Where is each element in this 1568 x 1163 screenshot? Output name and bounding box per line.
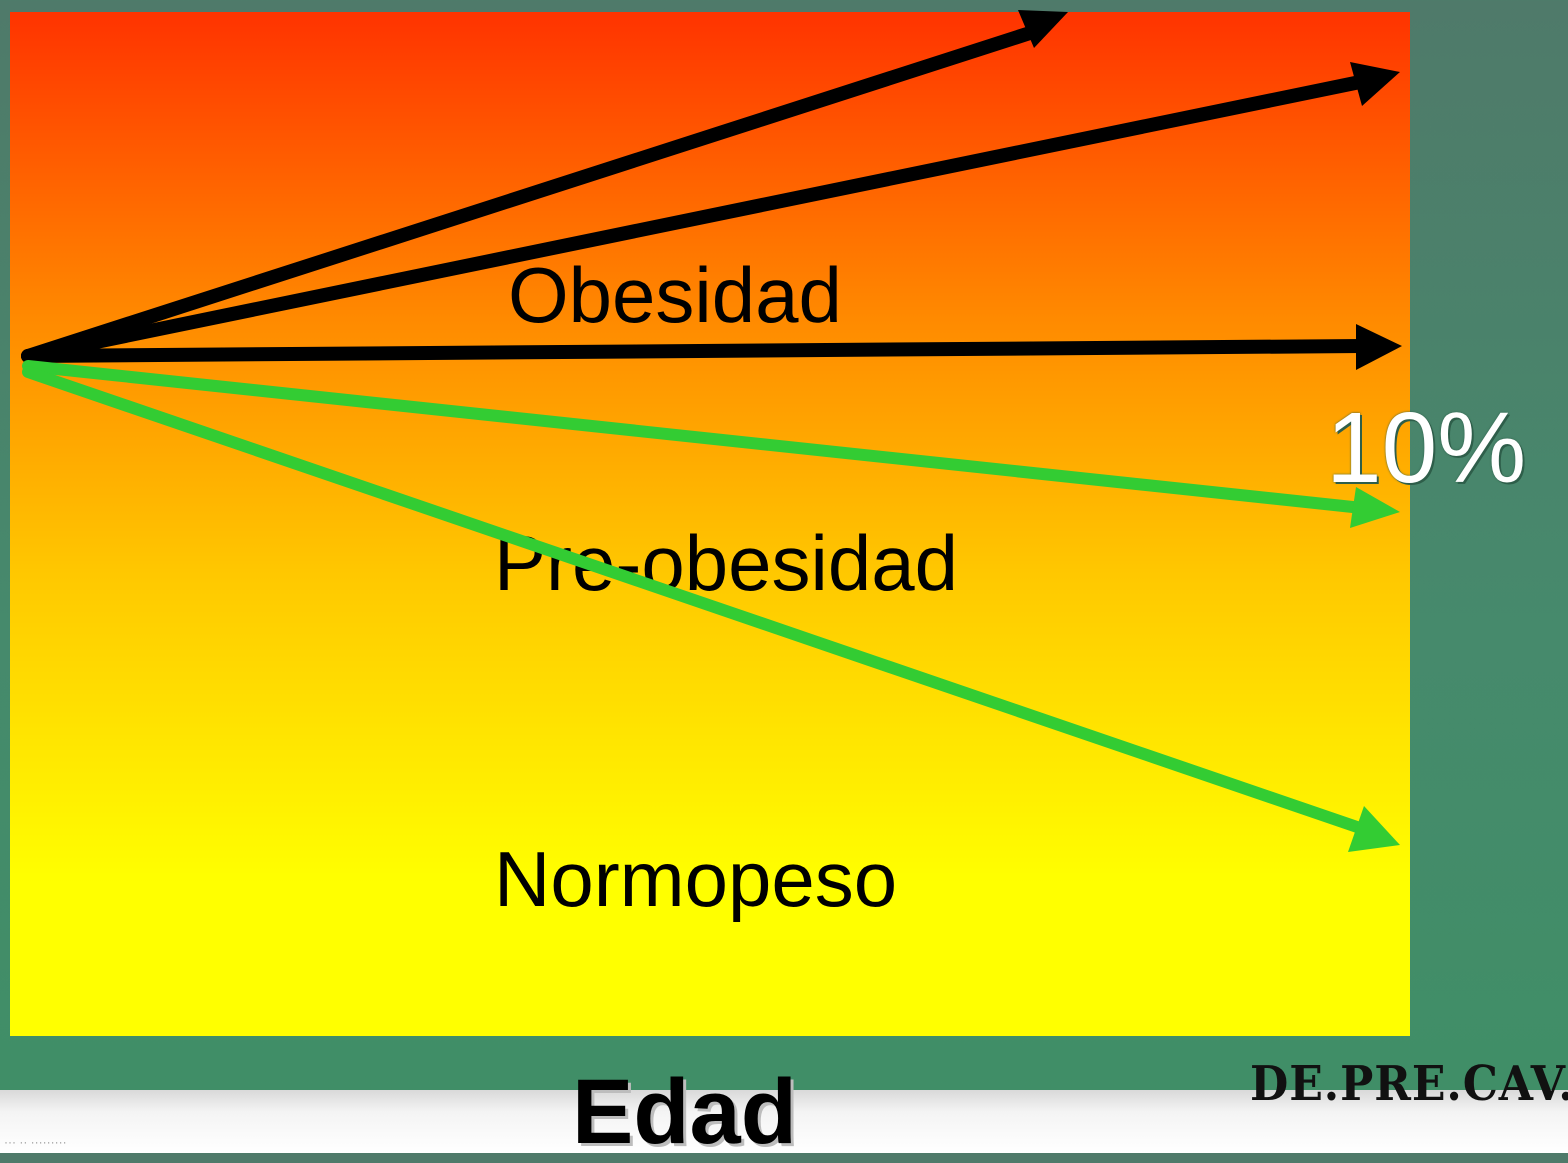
zone-label-obesity: Obesidad bbox=[508, 251, 842, 339]
arrow-black-flat bbox=[21, 324, 1402, 370]
weight-zones-panel: Obesidad Pre-obesidad Normopeso bbox=[10, 12, 1410, 1036]
arrow-green-falling bbox=[22, 366, 1400, 852]
percent-label: 10% bbox=[1326, 392, 1527, 504]
logo: DE.PRE.CAV. bbox=[1250, 1056, 1568, 1112]
arrow-black-rising bbox=[21, 62, 1400, 363]
footnote: ··· ·· ········· bbox=[4, 1135, 67, 1149]
x-axis-label: Edad bbox=[572, 1061, 797, 1163]
zone-label-normal: Normopeso bbox=[494, 835, 898, 923]
bottom-band bbox=[0, 1090, 1568, 1153]
arrow-green-slight bbox=[22, 360, 1400, 528]
arrow-black-steep bbox=[21, 10, 1068, 363]
